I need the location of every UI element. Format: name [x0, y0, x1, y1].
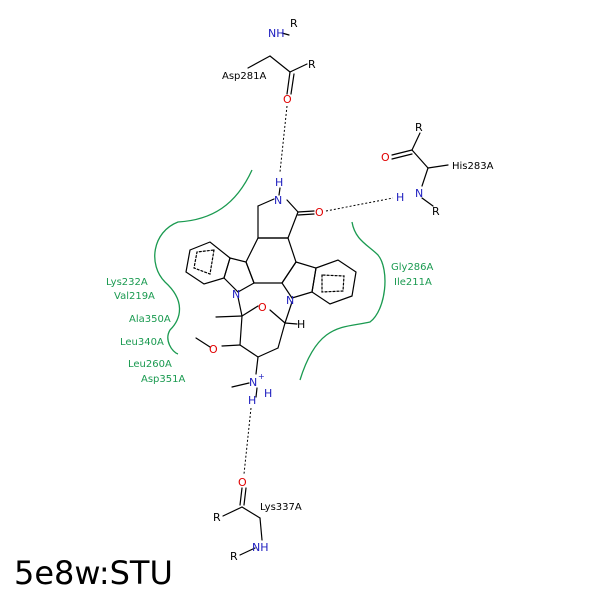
- atom-ligand-plus: +: [258, 372, 265, 381]
- structure-title: 5e8w:STU: [14, 554, 173, 592]
- contact-val219: Val219A: [114, 291, 155, 302]
- hydrophobic-arc-right: [299, 221, 386, 381]
- contact-labels-left: Lys232A Val219A Ala350A Leu340A Leu260A …: [106, 277, 185, 385]
- residue-lys337-label: Lys337A: [260, 502, 302, 513]
- contact-leu340: Leu340A: [120, 337, 164, 348]
- hbond-lys337: [243, 407, 252, 475]
- contact-labels-right: Gly286A Ile211A: [391, 262, 434, 288]
- atom-his283-r1: R: [415, 121, 423, 134]
- atom-asp281-nh: NH: [268, 27, 285, 40]
- atom-ligand-o-ring: O: [258, 301, 267, 314]
- contact-ile211: Ile211A: [394, 277, 432, 288]
- contact-gly286: Gly286A: [391, 262, 434, 273]
- atom-lys337-r2: R: [230, 550, 238, 563]
- atom-ligand-n-right: N: [286, 294, 294, 307]
- contact-lys232: Lys232A: [106, 277, 148, 288]
- atom-lys337-o: O: [238, 476, 247, 489]
- atom-lys337-nh: NH: [252, 541, 269, 554]
- atom-lys337-r1: R: [213, 511, 221, 524]
- residue-his283-label: His283A: [452, 161, 494, 172]
- atom-asp281-r2: R: [308, 58, 316, 71]
- atom-asp281-r1: R: [290, 17, 298, 30]
- atom-his283-r2: R: [432, 205, 440, 218]
- atom-ligand-nplus: N: [249, 376, 257, 389]
- contact-asp351: Asp351A: [141, 374, 185, 385]
- hbond-his283: [325, 197, 394, 212]
- ligand-skeleton: [185, 187, 357, 398]
- hydrophobic-arc-left: [154, 169, 253, 355]
- atom-ligand-h-ring: H: [297, 318, 305, 331]
- contact-ala350: Ala350A: [129, 314, 171, 325]
- atom-ligand-h-top: H: [275, 176, 283, 189]
- atom-ligand-n-left: N: [232, 288, 240, 301]
- atom-ligand-o-methoxy: O: [209, 343, 218, 356]
- atom-his283-o: O: [381, 151, 390, 164]
- hbond-asp281: [279, 105, 288, 173]
- contact-leu260: Leu260A: [128, 359, 172, 370]
- residue-lys337-structure: [222, 487, 263, 556]
- atom-ligand-n-lactam: N: [274, 194, 282, 207]
- atom-ligand-o-lactam: O: [315, 206, 324, 219]
- residue-asp281-label: Asp281A: [222, 71, 266, 82]
- residue-asp281-structure: [247, 32, 308, 95]
- atom-ligand-h-amine2: H: [248, 394, 256, 407]
- atom-his283-h: H: [396, 191, 404, 204]
- atom-his283-n: N: [415, 187, 423, 200]
- atom-ligand-h-amine1: H: [264, 387, 272, 400]
- residue-his283-structure: [391, 132, 449, 207]
- atom-asp281-o: O: [283, 93, 292, 106]
